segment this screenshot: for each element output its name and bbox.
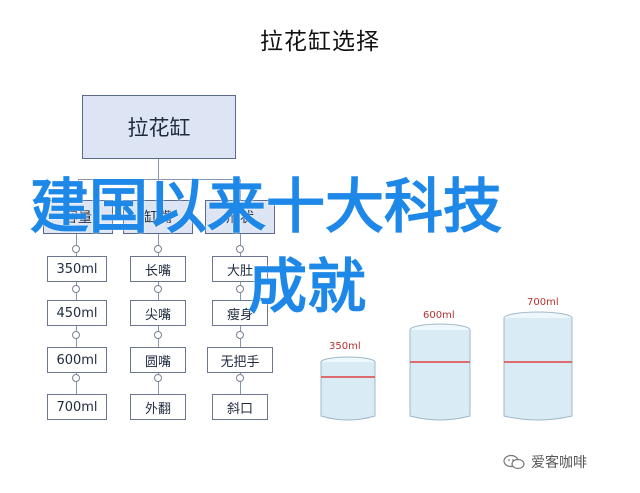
capacity-item: 350ml	[47, 256, 107, 282]
shape-item: 瘦身	[212, 300, 268, 326]
connector-dot	[236, 285, 244, 293]
watermark-text: 爱客咖啡	[531, 455, 587, 471]
cup-700-label: 700ml	[527, 297, 559, 308]
connector-dot	[72, 245, 80, 253]
diagram-title: 拉花缸选择	[260, 29, 380, 55]
connector-dot	[236, 245, 244, 253]
connector-dot	[72, 285, 80, 293]
connector-dot	[154, 245, 162, 253]
connector	[240, 179, 241, 200]
cup-600-label: 600ml	[423, 310, 455, 321]
connector-dot	[72, 331, 80, 339]
category-spout: 缸嘴	[123, 200, 193, 234]
connector	[78, 179, 79, 200]
connector-dot	[72, 374, 80, 382]
connector-dot	[154, 285, 162, 293]
connector-dot	[236, 374, 244, 382]
shape-item: 斜口	[212, 394, 268, 420]
capacity-item: 700ml	[47, 394, 107, 420]
overlay-headline-line2: 成就	[248, 252, 367, 321]
connector	[158, 179, 159, 200]
connector-dot	[154, 374, 162, 382]
cup-700	[503, 311, 573, 421]
watermark: 爱客咖啡	[503, 452, 587, 472]
wechat-icon	[503, 454, 525, 470]
connector-dot	[236, 331, 244, 339]
spout-item: 外翻	[130, 394, 186, 420]
cup-350-label: 350ml	[329, 341, 361, 352]
connector	[158, 159, 159, 179]
category-shape: 形状	[205, 200, 275, 234]
spout-item: 长嘴	[130, 256, 186, 282]
capacity-item: 450ml	[47, 300, 107, 326]
shape-item: 大肚	[212, 256, 268, 282]
pitcher-capacity-illustration	[320, 311, 573, 421]
cup-350	[320, 356, 376, 421]
spout-item: 尖嘴	[130, 300, 186, 326]
category-capacity: 容量	[43, 200, 113, 234]
root-node: 拉花缸	[82, 95, 236, 159]
overlay-headline-line1: 建国以来十大科技	[30, 172, 503, 241]
connector-dot	[154, 331, 162, 339]
spout-item: 圆嘴	[130, 347, 186, 373]
cup-600	[409, 323, 471, 421]
capacity-item: 600ml	[47, 347, 107, 373]
connector	[78, 179, 240, 180]
shape-item: 无把手	[207, 347, 273, 373]
